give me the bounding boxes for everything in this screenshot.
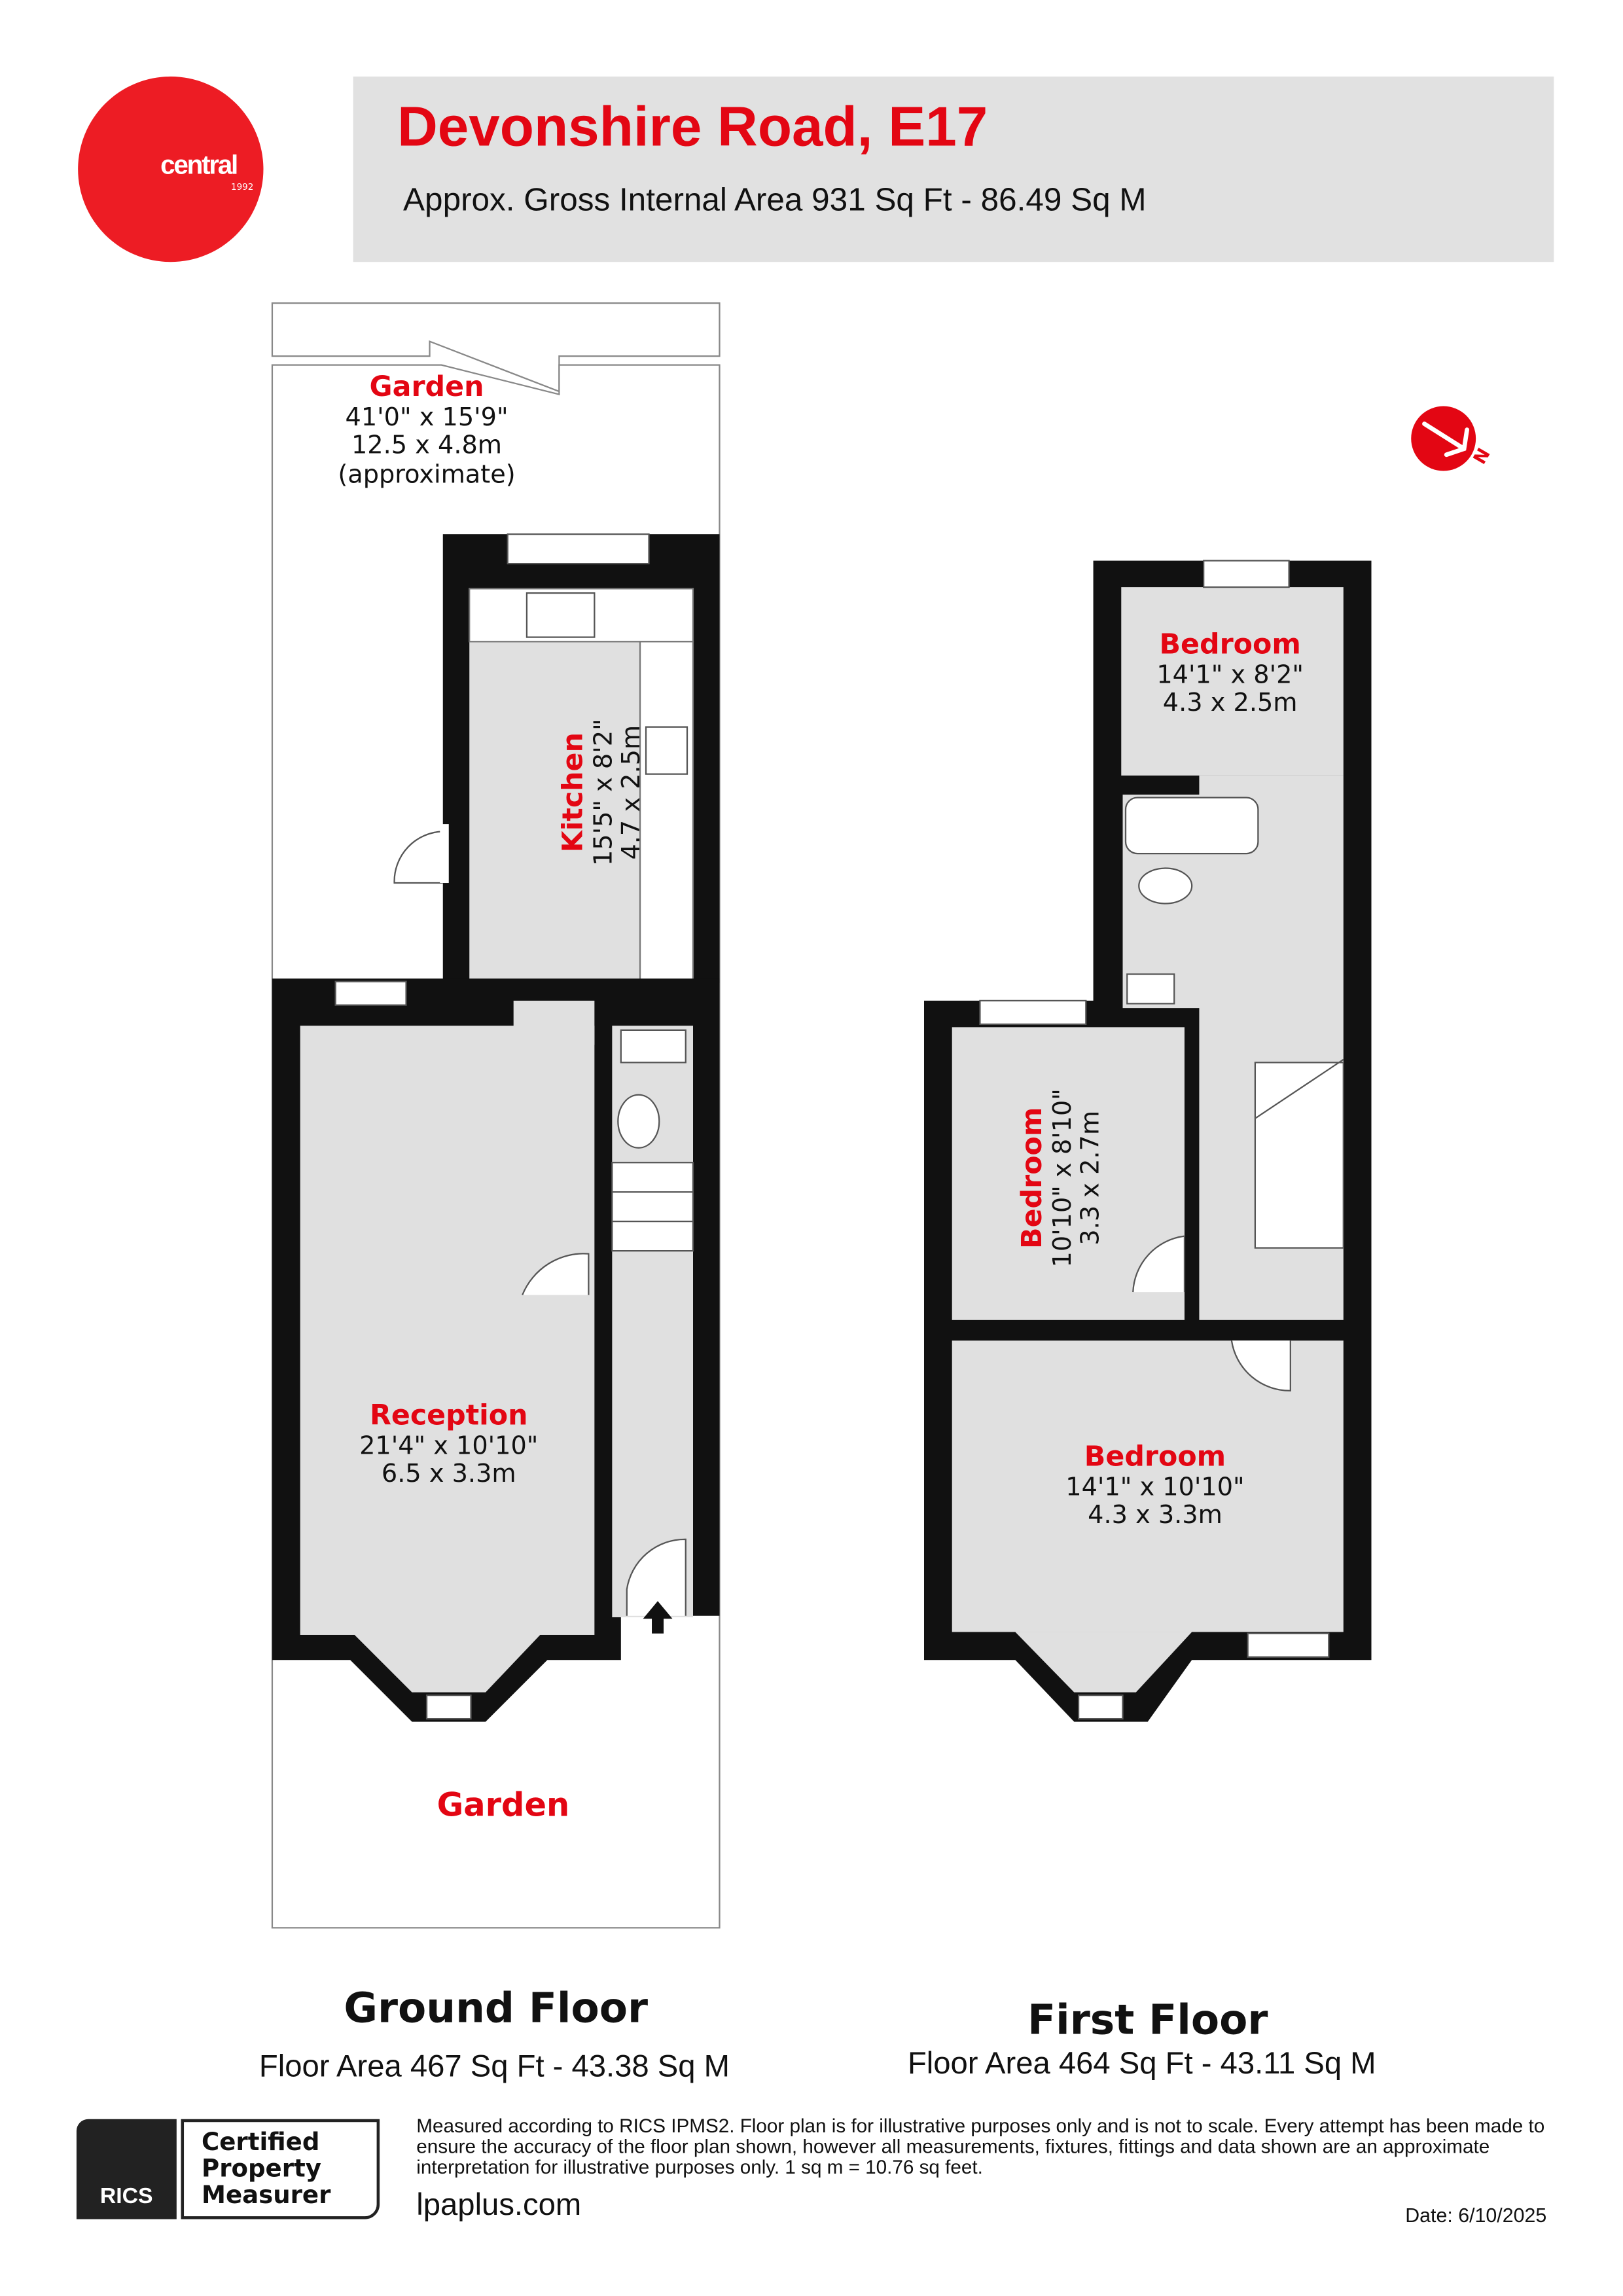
website-link[interactable]: lpaplus.com <box>416 2188 582 2223</box>
first-floor-plan <box>923 560 1372 1722</box>
central-logo: central 1992 <box>78 76 264 262</box>
wc-toilet-icon <box>617 1094 660 1149</box>
toilet-icon <box>1138 867 1193 905</box>
rics-lion-icon: RICS <box>76 2119 177 2219</box>
room-note: (approximate) <box>338 460 516 490</box>
kitchen-window <box>507 533 650 565</box>
room-imperial: 21'4" x 10'10" <box>359 1431 539 1462</box>
ground-floor-area: Floor Area 467 Sq Ft - 43.38 Sq M <box>259 2050 730 2084</box>
room-metric: 4.3 x 2.5m <box>1162 689 1298 719</box>
badge-line: Measurer <box>202 2181 331 2209</box>
room-label-front-bedroom: Bedroom 14'1" x 10'10" 4.3 x 3.3m <box>1023 1441 1288 1532</box>
reception-window <box>334 980 407 1006</box>
first-floor-area: Floor Area 464 Sq Ft - 43.11 Sq M <box>907 2047 1376 2081</box>
room-name: Reception <box>369 1399 528 1432</box>
room-metric: 4.3 x 3.3m <box>1088 1501 1222 1532</box>
bay-window <box>425 1695 472 1720</box>
room-name: Bedroom <box>1084 1441 1226 1473</box>
room-label-front-garden: Garden <box>371 1788 636 1825</box>
room-imperial: 10'10" x 8'10" <box>1048 1088 1078 1268</box>
room-label-rear-bedroom: Bedroom 14'1" x 8'2" 4.3 x 2.5m <box>1097 628 1363 719</box>
bath-icon <box>1124 797 1259 855</box>
room-label-reception: Reception 21'4" x 10'10" 6.5 x 3.3m <box>316 1399 581 1490</box>
room-imperial: 14'1" x 8'2" <box>1156 660 1304 691</box>
reception-floor <box>300 1026 595 1635</box>
page-title: Devonshire Road, E17 <box>397 97 988 159</box>
badge-line: Certified <box>202 2128 320 2156</box>
front-door <box>626 1538 687 1616</box>
rics-badge: RICS Certified Property Measurer <box>76 2119 380 2219</box>
room-metric: 3.3 x 2.7m <box>1077 1110 1107 1246</box>
rear-bedroom-floor <box>1121 587 1344 776</box>
room-label-middle-bedroom: Bedroom 10'10" x 8'10" 3.3 x 2.7m <box>1016 1045 1107 1310</box>
bedroom3-door <box>1230 1340 1291 1391</box>
entrance-arrow-icon <box>643 1601 673 1634</box>
room-label-kitchen: Kitchen 15'5" x 8'2" 4.7 x 2.5m <box>557 660 648 925</box>
logo-text: central <box>160 150 238 180</box>
hall-door <box>522 1253 590 1296</box>
room-name: Bedroom <box>1016 1107 1049 1249</box>
basin-icon <box>1126 973 1175 1005</box>
room-name: Garden <box>369 370 484 404</box>
plan-date: Date: 6/10/2025 <box>1405 2204 1547 2227</box>
stairs-first <box>1254 1058 1344 1249</box>
room-name: Garden <box>437 1787 570 1825</box>
ground-floor-title: Ground Floor <box>344 1983 649 2033</box>
room-metric: 12.5 x 4.8m <box>351 431 503 461</box>
wc-basin-icon <box>620 1029 687 1064</box>
gross-area: Approx. Gross Internal Area 931 Sq Ft - … <box>403 181 1147 218</box>
disclaimer: Measured according to RICS IPMS2. Floor … <box>416 2114 1545 2178</box>
room-metric: 6.5 x 3.3m <box>381 1460 516 1490</box>
room-name: Kitchen <box>557 732 590 853</box>
front-bedroom-window <box>1247 1632 1330 1658</box>
room-imperial: 14'1" x 10'10" <box>1065 1473 1245 1503</box>
bedroom2-window <box>979 999 1087 1026</box>
room-label-rear-garden: Garden 41'0" x 15'9" 12.5 x 4.8m (approx… <box>294 370 560 491</box>
room-metric: 4.7 x 2.5m <box>618 725 648 860</box>
logo-year: 1992 <box>230 182 254 193</box>
stairs-ground <box>611 1162 694 1252</box>
ground-floor-plan <box>271 302 721 1929</box>
room-imperial: 15'5" x 8'2" <box>589 719 619 867</box>
room-name: Bedroom <box>1159 628 1301 661</box>
bedroom2-door <box>1132 1235 1186 1293</box>
room-imperial: 41'0" x 15'9" <box>345 403 508 433</box>
badge-line: Property <box>202 2154 321 2183</box>
sink-icon <box>526 592 596 638</box>
hob-icon <box>645 726 688 775</box>
header-banner <box>353 76 1554 262</box>
rear-bedroom-window <box>1203 560 1290 588</box>
first-floor-title: First Floor <box>1027 1995 1268 2045</box>
north-arrow-icon <box>1411 406 1476 471</box>
rics-org: RICS <box>99 2183 153 2209</box>
front-bay-window <box>1077 1695 1124 1720</box>
kitchen-side-door <box>393 831 443 884</box>
